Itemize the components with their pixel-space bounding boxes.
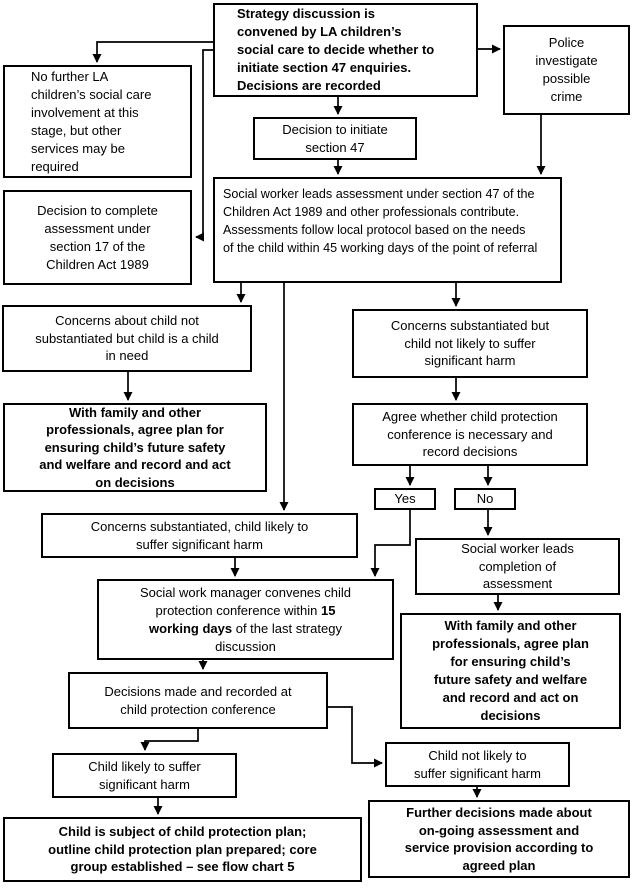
connector-decisions-to-child-not-likely <box>328 706 383 768</box>
box-child-not-likely-harm-text: Child not likely to suffer significant h… <box>414 748 541 781</box>
box-no-text: No <box>476 491 494 507</box>
box-decision-initiate-s47: Decision to initiate section 47 <box>253 117 417 160</box>
box-with-family-plan-right-text: With family and other professionals, agr… <box>432 618 589 723</box>
box-police-investigate: Police investigate possible crime <box>503 25 630 115</box>
box-further-decisions: Further decisions made about on-going as… <box>368 800 630 878</box>
box-yes-text: Yes <box>394 491 416 507</box>
box-no-further-involvement: No further LA children’s social care inv… <box>3 65 192 178</box>
box-strategy-discussion-text: Strategy discussion is convened by LA ch… <box>237 6 435 93</box>
box-social-worker-leads-assessment-text: Social worker leads assessment under sec… <box>223 187 538 255</box>
connector-strategy-to-no-further <box>92 41 213 63</box>
convenes-text-post: of the last strategy discussion <box>215 620 342 654</box>
box-with-family-plan-left-text: With family and other professionals, agr… <box>39 404 231 490</box>
box-agree-conference-necessary-text: Agree whether child protection conferenc… <box>382 409 558 460</box>
box-strategy-discussion: Strategy discussion is convened by LA ch… <box>213 3 478 97</box>
box-yes: Yes <box>374 488 436 510</box>
box-decision-complete-s17-text: Decision to complete assessment under se… <box>37 202 158 272</box>
box-decision-initiate-s47-text: Decision to initiate section 47 <box>282 121 388 155</box>
box-manager-convenes-conference-text: Social work manager convenes child prote… <box>140 584 351 656</box>
convenes-text-pre: Social work manager convenes child prote… <box>140 584 351 618</box>
box-agree-conference-necessary: Agree whether child protection conferenc… <box>352 403 588 466</box>
box-no-further-involvement-text: No further LA children’s social care inv… <box>31 68 152 174</box>
box-with-family-plan-right: With family and other professionals, agr… <box>400 613 621 729</box>
connector-decisions-to-child-likely <box>140 729 199 751</box>
box-concerns-substantiated-likely: Concerns substantiated, child likely to … <box>41 513 358 558</box>
connector-yes-to-conference <box>370 510 411 577</box>
box-concerns-not-substantiated: Concerns about child not substantiated b… <box>2 305 252 372</box>
box-police-investigate-text: Police investigate possible crime <box>535 35 598 104</box>
box-child-likely-harm-text: Child likely to suffer significant harm <box>88 759 201 792</box>
box-concerns-substantiated-not-likely-text: Concerns substantiated but child not lik… <box>390 318 550 369</box>
box-child-not-likely-harm: Child not likely to suffer significant h… <box>385 742 570 787</box>
box-concerns-substantiated-likely-text: Concerns substantiated, child likely to … <box>90 519 309 552</box>
box-child-protection-plan: Child is subject of child protection pla… <box>3 817 362 882</box>
box-manager-convenes-conference: Social work manager convenes child prote… <box>97 579 394 660</box>
box-decisions-made-recorded-text: Decisions made and recorded at child pro… <box>104 684 292 717</box>
box-decisions-made-recorded: Decisions made and recorded at child pro… <box>68 672 328 729</box>
connector-strategy-to-s17 <box>195 49 213 242</box>
box-concerns-substantiated-not-likely: Concerns substantiated but child not lik… <box>352 309 588 378</box>
convenes-text-bold: 15 working days <box>149 602 336 636</box>
box-social-worker-completion-text: Social worker leads completion of assess… <box>461 541 574 592</box>
box-social-worker-leads-assessment: Social worker leads assessment under sec… <box>213 177 562 283</box>
box-child-likely-harm: Child likely to suffer significant harm <box>52 753 237 798</box>
box-with-family-plan-left: With family and other professionals, agr… <box>3 403 267 492</box>
box-decision-complete-s17: Decision to complete assessment under se… <box>3 190 192 285</box>
box-further-decisions-text: Further decisions made about on-going as… <box>404 805 594 873</box>
box-social-worker-completion: Social worker leads completion of assess… <box>415 538 620 595</box>
box-no: No <box>454 488 516 510</box>
box-child-protection-plan-text: Child is subject of child protection pla… <box>48 824 317 875</box>
box-concerns-not-substantiated-text: Concerns about child not substantiated b… <box>35 313 219 364</box>
